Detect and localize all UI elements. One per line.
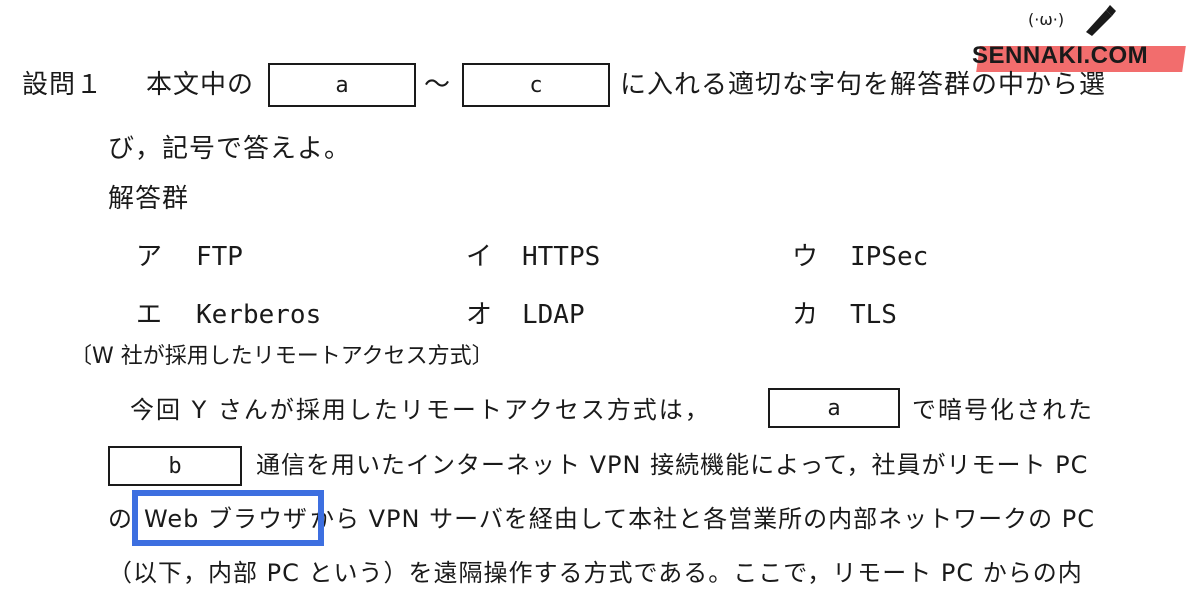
answer-kana-u: ウ <box>792 242 820 272</box>
blank-box-c: c <box>462 63 610 107</box>
question-text-1: 本文中の <box>146 70 255 100</box>
site-logo: SENNAKI.COM <box>972 42 1149 69</box>
answer-group-title: 解答群 <box>108 184 190 214</box>
question-text-3: び，記号で答えよ。 <box>108 134 352 164</box>
body-line-3-pre: の <box>108 505 133 533</box>
highlight-frame <box>132 490 324 546</box>
logo-face-icon: (·ω·) <box>1028 10 1065 29</box>
question-text-2: に入れる適切な字句を解答群の中から選 <box>620 70 1107 100</box>
blank-box-a-body: a <box>768 388 900 428</box>
pencil-icon <box>1086 5 1116 36</box>
answer-text-a: FTP <box>196 242 243 272</box>
answer-text-ka: TLS <box>850 300 897 330</box>
body-line-1: 今回 Y さんが採用したリモートアクセス方式は， <box>130 396 711 424</box>
answer-kana-o: オ <box>466 300 494 330</box>
body-line-4: （以下，内部 PC という）を遠隔操作する方式である。ここで，リモート PC か… <box>108 559 1083 587</box>
body-line-1-post: で暗号化された <box>912 396 1094 424</box>
answer-text-e: Kerberos <box>196 300 322 330</box>
body-line-2: 通信を用いたインターネット VPN 接続機能によって，社員がリモート PC <box>256 451 1089 479</box>
blank-box-b: b <box>108 446 242 486</box>
question-label: 設問１ <box>22 70 104 100</box>
body-line-3-post: から VPN サーバを経由して本社と各営業所の内部ネットワークの PC <box>310 505 1095 533</box>
answer-kana-a: ア <box>136 242 164 272</box>
answer-kana-e: エ <box>136 300 164 330</box>
answer-text-i: HTTPS <box>522 242 601 272</box>
section-title: 〔W 社が採用したリモートアクセス方式〕 <box>70 344 494 369</box>
answer-kana-i: イ <box>466 242 494 272</box>
answer-text-o: LDAP <box>522 300 585 330</box>
tilde: ～ <box>424 70 452 100</box>
answer-kana-ka: カ <box>792 300 820 330</box>
body-line-3-highlighted: Web ブラウザ <box>144 505 308 533</box>
answer-text-u: IPSec <box>850 242 929 272</box>
blank-box-a: a <box>268 63 416 107</box>
